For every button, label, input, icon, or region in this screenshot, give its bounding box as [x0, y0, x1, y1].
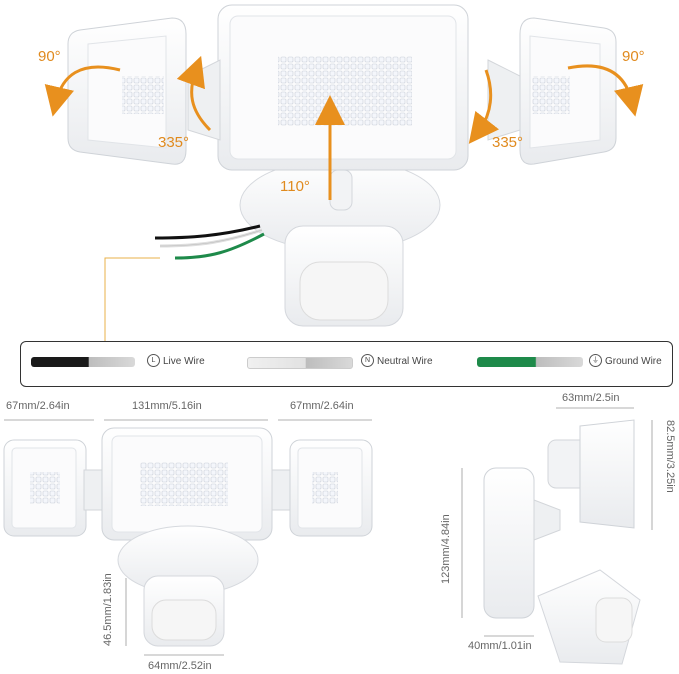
ground-wire-label: Ground Wire	[605, 356, 662, 367]
total-height-label: 123mm/4.84in	[440, 514, 452, 584]
left-rotate-angle: 90°	[38, 48, 61, 65]
ground-wire-swatch	[477, 357, 583, 367]
right-head-width-label: 67mm/2.64in	[290, 400, 354, 412]
front-view	[3, 427, 373, 647]
center-head-width-label: 131mm/5.16in	[132, 400, 202, 412]
dimension-lines	[4, 407, 653, 656]
neutral-wire-label: Neutral Wire	[377, 356, 433, 367]
head-height-label: 82.5mm/3.25in	[664, 420, 676, 493]
rotation-arrows	[44, 55, 644, 200]
side-depth-label: 63mm/2.5in	[562, 392, 620, 404]
right-light-head	[487, 17, 617, 165]
right-rotate-angle: 90°	[622, 48, 645, 65]
left-light-head	[67, 17, 221, 165]
left-head-width-label: 67mm/2.64in	[6, 400, 70, 412]
sensor-width-label: 64mm/2.52in	[148, 660, 212, 672]
neutral-wire-icon: N	[361, 354, 374, 367]
center-light-head	[217, 4, 469, 171]
right-swivel-angle: 335°	[492, 134, 524, 151]
side-view	[483, 419, 641, 665]
left-swivel-angle: 335°	[158, 134, 190, 151]
sensor-height-label: 46.5mm/1.83in	[102, 573, 114, 646]
live-wire-label: Live Wire	[163, 356, 205, 367]
ground-wire-icon: ⏚	[589, 354, 602, 367]
wires	[154, 224, 265, 260]
legend-connector	[104, 257, 160, 342]
motion-sensor	[284, 225, 404, 327]
neutral-wire-swatch	[247, 357, 353, 369]
center-tilt-angle: 110°	[280, 178, 310, 195]
live-wire-icon: L	[147, 354, 160, 367]
wire-legend: L Live Wire N Neutral Wire ⏚ Ground Wire	[20, 341, 673, 387]
live-wire-swatch	[31, 357, 135, 367]
base-depth-label: 40mm/1.01in	[468, 640, 532, 652]
